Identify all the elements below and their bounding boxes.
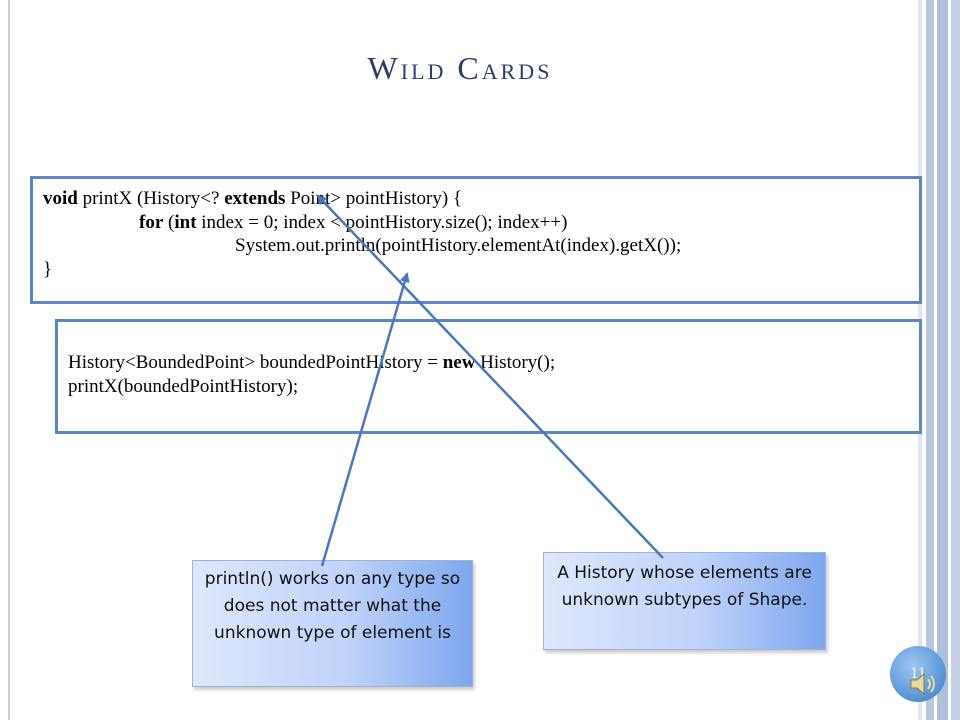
keyword-int: int (174, 211, 197, 233)
left-frame-line (8, 0, 10, 720)
code-line-1: void printX (History<? extends Point> po… (43, 187, 909, 211)
code-line-2: for (int index = 0; index < pointHistory… (43, 211, 909, 235)
speaker-icon[interactable] (905, 666, 941, 702)
right-frame-stripes (918, 0, 960, 720)
code-text: History<BoundedPoint> boundedPointHistor… (68, 352, 443, 373)
code-text: Point> pointHistory) { (285, 188, 463, 209)
keyword-for: for (139, 211, 164, 233)
keyword-new: new (442, 352, 476, 373)
callout-history: A History whose elements are unknown sub… (543, 552, 826, 650)
code-text: index = 0; index < pointHistory.size(); … (196, 211, 568, 233)
code-text: ( (163, 211, 175, 233)
code-text: History(); (475, 352, 556, 373)
keyword-void: void (43, 188, 78, 209)
code-line-4: } (43, 258, 53, 280)
code-line-1: History<BoundedPoint> boundedPointHistor… (68, 351, 909, 375)
code-box-usage: History<BoundedPoint> boundedPointHistor… (55, 319, 922, 434)
keyword-extends: extends (224, 188, 286, 209)
page-number-badge: 11 (890, 646, 946, 702)
slide-title: Wild Cards (367, 50, 553, 86)
code-box-method: void printX (History<? extends Point> po… (30, 176, 922, 304)
code-text: printX (History<? (77, 188, 225, 209)
callout-println: println() works on any type so does not … (192, 560, 473, 687)
code-line-3: System.out.println(pointHistory.elementA… (235, 235, 682, 256)
code-line-2: printX(boundedPointHistory); (68, 375, 299, 397)
